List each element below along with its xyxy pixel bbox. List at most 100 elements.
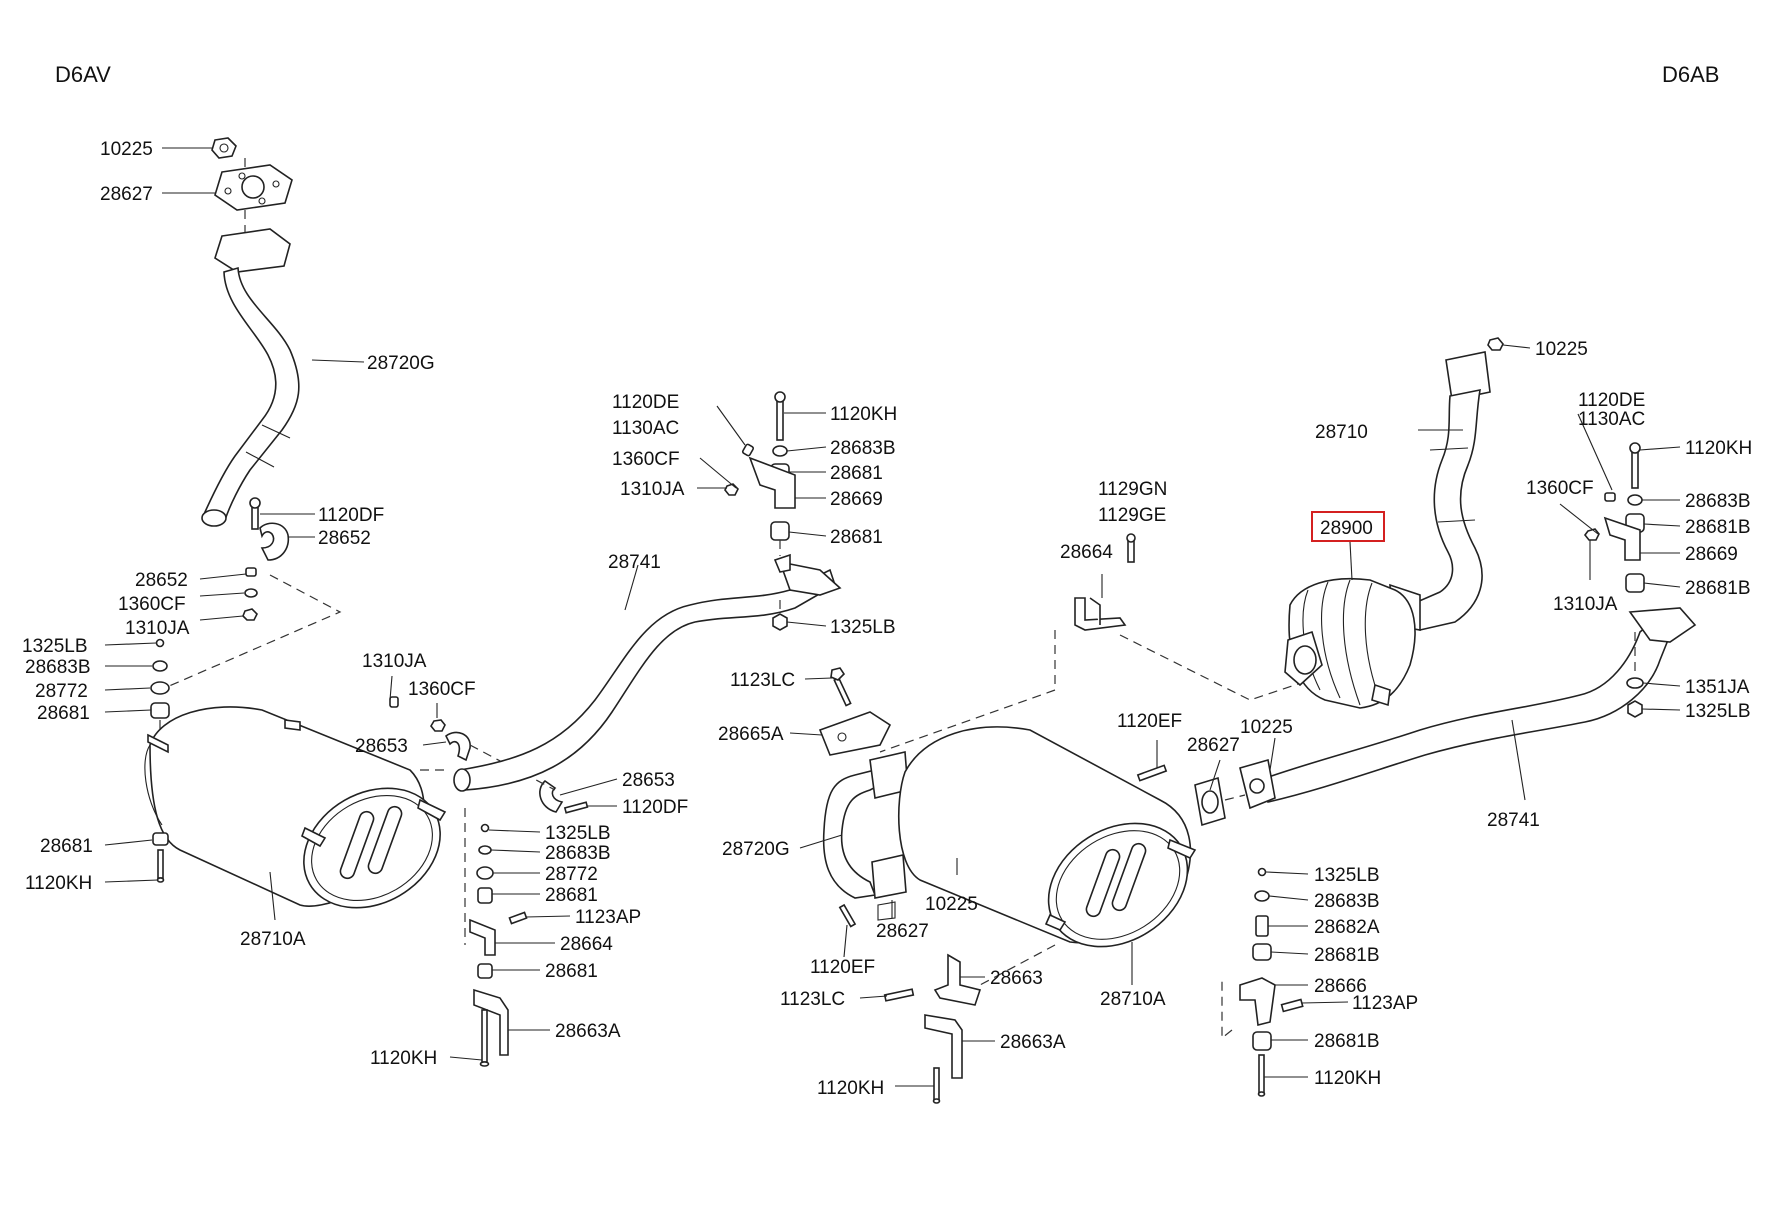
label-28652[interactable]: 28652 — [135, 570, 188, 591]
label-28664[interactable]: 28664 — [1060, 542, 1113, 563]
label-1325LB[interactable]: 1325LB — [830, 617, 896, 638]
label-10225[interactable]: 10225 — [100, 139, 153, 160]
label-28683B[interactable]: 28683B — [1685, 491, 1751, 512]
label-1130AC[interactable]: 1130AC — [1578, 409, 1645, 430]
label-28683B[interactable]: 28683B — [1314, 891, 1380, 912]
label-1120EF[interactable]: 1120EF — [1117, 711, 1182, 732]
label-28682A[interactable]: 28682A — [1314, 917, 1380, 938]
label-10225[interactable]: 10225 — [1240, 717, 1293, 738]
label-1360CF[interactable]: 1360CF — [408, 679, 476, 700]
label-28741[interactable]: 28741 — [1487, 810, 1540, 831]
right-front-pipe-28710 — [1408, 351, 1491, 631]
label-1325LB[interactable]: 1325LB — [22, 636, 88, 657]
label-1120KH[interactable]: 1120KH — [25, 873, 92, 894]
label-28681[interactable]: 28681 — [830, 527, 883, 548]
label-1123LC[interactable]: 1123LC — [730, 670, 795, 691]
label-28669[interactable]: 28669 — [1685, 544, 1738, 565]
label-1310JA[interactable]: 1310JA — [362, 651, 427, 672]
label-28669[interactable]: 28669 — [830, 489, 883, 510]
label-28720G[interactable]: 28720G — [722, 839, 790, 860]
label-1120DF[interactable]: 1120DF — [318, 505, 384, 526]
label-1325LB[interactable]: 1325LB — [545, 823, 611, 844]
label-28663A[interactable]: 28663A — [1000, 1032, 1066, 1053]
label-1120KH[interactable]: 1120KH — [1314, 1068, 1381, 1089]
label-1130AC[interactable]: 1130AC — [612, 418, 679, 439]
label-1310JA[interactable]: 1310JA — [125, 618, 190, 639]
label-1129GE[interactable]: 1129GE — [1098, 505, 1166, 526]
label-28627[interactable]: 28627 — [876, 921, 929, 942]
label-1123LC[interactable]: 1123LC — [780, 989, 845, 1010]
label-1120KH[interactable]: 1120KH — [830, 404, 897, 425]
left-bolt-1120DF — [249, 497, 261, 530]
label-28666[interactable]: 28666 — [1314, 976, 1367, 997]
label-1120EF[interactable]: 1120EF — [810, 957, 875, 978]
label-1310JA[interactable]: 1310JA — [620, 479, 685, 500]
label-1120DE[interactable]: 1120DE — [1578, 390, 1645, 411]
left-hanger-hardware — [724, 391, 796, 631]
label-1360CF[interactable]: 1360CF — [118, 594, 186, 615]
label-28741[interactable]: 28741 — [608, 552, 661, 573]
engine-label-right: D6AB — [1662, 62, 1719, 87]
label-10225[interactable]: 10225 — [1535, 339, 1588, 360]
label-28683B[interactable]: 28683B — [25, 657, 91, 678]
label-28681[interactable]: 28681 — [40, 836, 93, 857]
left-muffler-mount — [152, 832, 169, 883]
label-1123AP[interactable]: 1123AP — [575, 907, 641, 928]
label-28710A[interactable]: 28710A — [1100, 989, 1166, 1010]
label-1325LB[interactable]: 1325LB — [1314, 865, 1380, 886]
label-1120KH[interactable]: 1120KH — [370, 1048, 437, 1069]
label-1129GN[interactable]: 1129GN — [1098, 479, 1167, 500]
label-28663[interactable]: 28663 — [990, 968, 1043, 989]
label-28663A[interactable]: 28663A — [555, 1021, 621, 1042]
center-clamp-28653 — [389, 696, 589, 814]
label-1310JA[interactable]: 1310JA — [1553, 594, 1618, 615]
label-28720G[interactable]: 28720G — [367, 353, 435, 374]
label-1351JA[interactable]: 1351JA — [1685, 677, 1750, 698]
label-28772[interactable]: 28772 — [35, 681, 88, 702]
label-28665A[interactable]: 28665A — [718, 724, 784, 745]
label-28653[interactable]: 28653 — [355, 736, 408, 757]
center-front-pipe-28720G — [822, 751, 909, 921]
label-1120KH[interactable]: 1120KH — [1685, 438, 1752, 459]
label-28681[interactable]: 28681 — [37, 703, 90, 724]
label-28710A[interactable]: 28710A — [240, 929, 306, 950]
highlight-box-28900 — [1311, 511, 1385, 542]
center-bracket-28665A — [818, 711, 892, 756]
center-bolt-1120EF-lower — [838, 903, 857, 928]
label-28681B[interactable]: 28681B — [1685, 578, 1751, 599]
label-28681B[interactable]: 28681B — [1685, 517, 1751, 538]
label-28627[interactable]: 28627 — [1187, 735, 1240, 756]
left-clamp-hardware — [242, 567, 258, 621]
label-1360CF[interactable]: 1360CF — [1526, 478, 1594, 499]
label-1120KH[interactable]: 1120KH — [817, 1078, 884, 1099]
label-28900[interactable]: 28900 — [1320, 518, 1373, 539]
label-1325LB[interactable]: 1325LB — [1685, 701, 1751, 722]
left-clamp-28652 — [259, 522, 290, 561]
label-28683B[interactable]: 28683B — [830, 438, 896, 459]
label-1123AP[interactable]: 1123AP — [1352, 993, 1418, 1014]
label-10225[interactable]: 10225 — [925, 894, 978, 915]
label-28681[interactable]: 28681 — [545, 961, 598, 982]
left-mount-stack — [150, 638, 170, 719]
label-28681B[interactable]: 28681B — [1314, 1031, 1380, 1052]
center-muffler-28710A — [897, 726, 1197, 948]
left-muffler-28710A — [144, 706, 447, 909]
label-28772[interactable]: 28772 — [545, 864, 598, 885]
label-1120DF[interactable]: 1120DF — [622, 797, 688, 818]
label-1120DE[interactable]: 1120DE — [612, 392, 679, 413]
label-28710[interactable]: 28710 — [1315, 422, 1368, 443]
right-hanger-hardware — [1583, 442, 1645, 593]
center-bracket-28664 — [1074, 533, 1136, 631]
label-28627[interactable]: 28627 — [100, 184, 153, 205]
label-28681[interactable]: 28681 — [830, 463, 883, 484]
label-28652[interactable]: 28652 — [318, 528, 371, 549]
label-28653[interactable]: 28653 — [622, 770, 675, 791]
engine-label-left: D6AV — [55, 62, 111, 87]
label-28683B[interactable]: 28683B — [545, 843, 611, 864]
label-28664[interactable]: 28664 — [560, 934, 613, 955]
label-1360CF[interactable]: 1360CF — [612, 449, 680, 470]
label-28681[interactable]: 28681 — [545, 885, 598, 906]
label-28681B[interactable]: 28681B — [1314, 945, 1380, 966]
